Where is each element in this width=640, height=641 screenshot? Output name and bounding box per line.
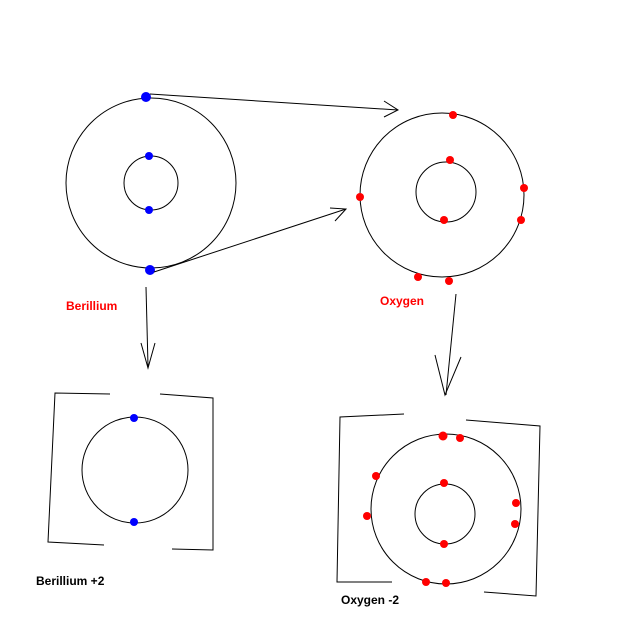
oxygen-ion-label: Oxygen -2 (341, 593, 399, 607)
oxygen-ion-electron (442, 579, 450, 587)
oxygen-ion-outer-shell (370, 433, 522, 585)
oxygen-ion-electron (512, 499, 520, 507)
beryllium-ion-shell (81, 416, 189, 524)
oxygen-ion-electron (363, 512, 371, 520)
oxygen-ion-electron (372, 472, 380, 480)
right-bracket (465, 419, 541, 597)
beryllium-outer-shell (65, 97, 237, 269)
oxygen-ion-electron (511, 520, 519, 528)
beryllium-ion (47, 392, 214, 551)
oxygen-electron (449, 111, 457, 119)
beryllium-atom (65, 92, 237, 275)
beryllium-ion-electron (130, 518, 138, 526)
left-bracket (47, 392, 111, 546)
left-bracket (336, 413, 405, 583)
oxygen-electron (414, 273, 422, 281)
beryllium-ion-electron (130, 414, 138, 422)
oxygen-ion (336, 413, 541, 597)
beryllium-ion-label: Berillium +2 (36, 574, 105, 588)
oxygen-electron (445, 277, 453, 285)
oxygen-ion-electron (456, 434, 464, 442)
oxygen-ion-electron (438, 431, 448, 441)
transfer-arrow-top (149, 93, 400, 118)
right-bracket (159, 393, 214, 551)
beryllium-electron (145, 206, 153, 214)
down-arrow-right (434, 293, 462, 397)
down-arrow-left (140, 286, 156, 370)
oxygen-ion-electron (422, 578, 430, 586)
transfer-arrow-bottom (153, 207, 348, 273)
beryllium-electron (145, 152, 153, 160)
oxygen-electron (440, 216, 448, 224)
oxygen-electron (446, 156, 454, 164)
oxygen-atom (356, 111, 528, 285)
oxygen-electron (356, 193, 364, 201)
oxygen-inner-shell (415, 161, 477, 223)
beryllium-label: Berillium (66, 299, 117, 313)
oxygen-label: Oxygen (380, 294, 424, 308)
oxygen-electron (520, 184, 528, 192)
beryllium-electron (141, 92, 151, 102)
oxygen-electron (517, 216, 525, 224)
oxygen-outer-shell (359, 112, 525, 278)
oxygen-ion-electron (440, 540, 448, 548)
beryllium-electron (145, 265, 155, 275)
oxygen-ion-inner-shell (414, 483, 476, 545)
beryllium-inner-shell (123, 155, 179, 211)
oxygen-ion-electron (440, 479, 448, 487)
